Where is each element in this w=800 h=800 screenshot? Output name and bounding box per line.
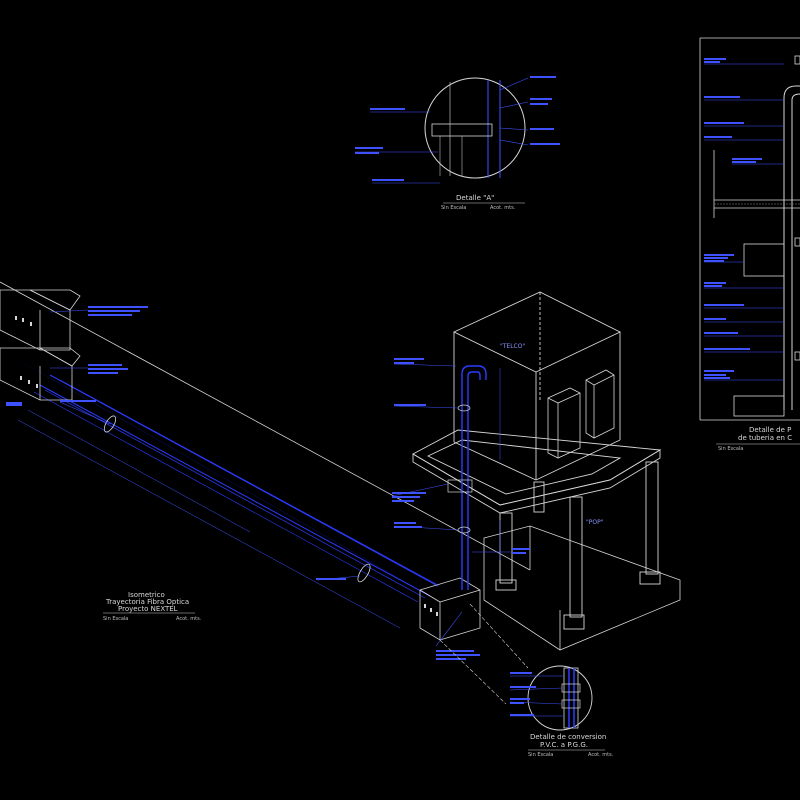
iso-title-3: Proyecto NEXTEL	[118, 605, 178, 613]
conversion-units: Acot. mts.	[588, 752, 614, 758]
iso-title-2: Trayectoria Fibra Optica	[105, 598, 189, 606]
conversion-title-1: Detalle de conversion	[530, 733, 606, 741]
building: "TELCO" "POP"	[391, 291, 681, 651]
iso-title-1: Isometrico	[128, 591, 165, 599]
detail-right: Detalle de P de tuberia en C Sin Escala	[699, 37, 800, 452]
conversion-title-2: P.V.C. a P.G.G.	[540, 741, 588, 749]
detail-a-title: Detalle "A"	[456, 194, 494, 202]
detail-a-units: Acot. mts.	[490, 205, 516, 211]
detail-right-title-1: Detalle de P	[749, 426, 791, 434]
iso-scale: Sin Escala	[103, 616, 128, 622]
isometric-pipe-run: Isometrico Trayectoria Fibra Optica Proy…	[0, 281, 531, 660]
detail-a-circle	[424, 77, 526, 179]
iso-units: Acot. mts.	[176, 616, 202, 622]
telco-label: "TELCO"	[500, 343, 525, 350]
conversion-scale: Sin Escala	[528, 752, 553, 758]
detail-conversion: Detalle de conversion P.V.C. a P.G.G. Si…	[439, 603, 614, 758]
pop-label: "POP"	[586, 519, 604, 526]
detail-a: Detalle "A" Sin Escala Acot. mts.	[355, 76, 560, 211]
detail-right-title-2: de tuberia en C	[738, 434, 792, 442]
detail-right-scale: Sin Escala	[718, 446, 743, 452]
detail-a-scale: Sin Escala	[441, 205, 466, 211]
